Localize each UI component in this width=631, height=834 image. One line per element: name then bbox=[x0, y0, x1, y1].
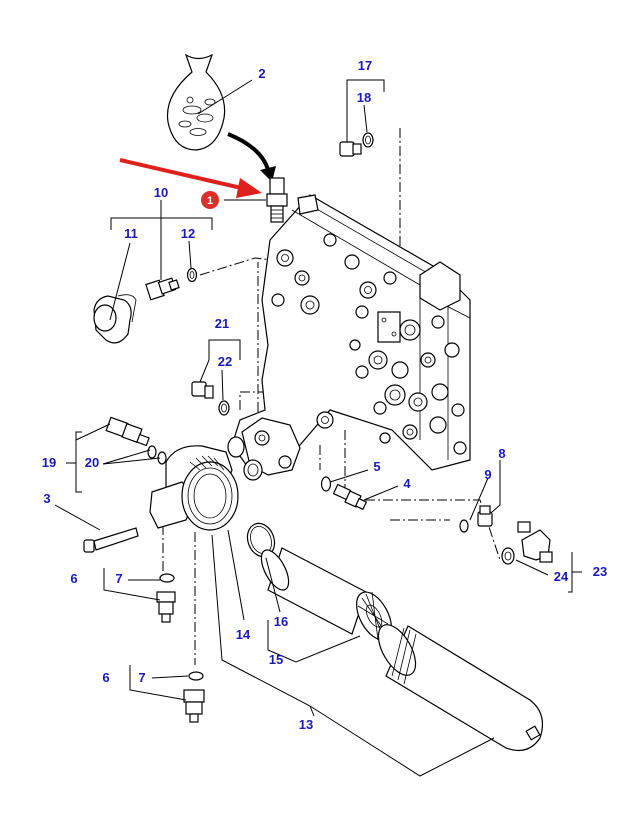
callout-3: 3 bbox=[43, 491, 50, 506]
callout-5: 5 bbox=[373, 459, 380, 474]
callout-12: 12 bbox=[181, 226, 195, 241]
callout-23: 23 bbox=[593, 564, 607, 579]
callout-labels: 2 3 4 5 6 6 7 7 8 9 10 11 12 13 14 15 16… bbox=[42, 58, 607, 732]
highlight-badge: 1 bbox=[201, 191, 219, 209]
callout-6-upper: 6 bbox=[70, 571, 77, 586]
callout-14: 14 bbox=[236, 627, 251, 642]
plug-and-washer-mid bbox=[191, 381, 230, 416]
pressure-switch bbox=[105, 416, 167, 465]
callout-15: 15 bbox=[269, 652, 283, 667]
elbow-fitting bbox=[501, 521, 553, 565]
callout-13: 13 bbox=[299, 717, 313, 732]
leader-lines bbox=[54, 79, 582, 777]
callout-24: 24 bbox=[554, 569, 569, 584]
callout-20: 20 bbox=[85, 455, 99, 470]
filter-bowl bbox=[377, 624, 543, 751]
callout-21: 21 bbox=[215, 316, 229, 331]
filter-element bbox=[260, 547, 392, 641]
callout-10: 10 bbox=[154, 185, 168, 200]
sender-and-oring-lower bbox=[183, 671, 205, 723]
bolt bbox=[83, 527, 139, 553]
callout-7-lower: 7 bbox=[138, 670, 145, 685]
valve-block-housing bbox=[231, 194, 471, 476]
callout-1: 1 bbox=[207, 195, 213, 207]
callout-9: 9 bbox=[484, 467, 491, 482]
callout-2: 2 bbox=[258, 66, 265, 81]
callout-4: 4 bbox=[403, 476, 411, 491]
callout-11: 11 bbox=[124, 226, 138, 241]
seal-kit-bag bbox=[166, 53, 226, 151]
sensor-assembly bbox=[93, 267, 198, 344]
callout-16: 16 bbox=[274, 614, 288, 629]
fitting-and-oring-right bbox=[320, 476, 368, 511]
sender-and-oring-upper bbox=[156, 573, 176, 623]
plug-and-washer-top bbox=[339, 132, 374, 157]
plug-and-seal-right bbox=[459, 505, 493, 533]
callout-6-lower: 6 bbox=[102, 670, 109, 685]
callout-8: 8 bbox=[498, 446, 505, 461]
callout-22: 22 bbox=[218, 354, 232, 369]
filter-head bbox=[149, 436, 263, 531]
callout-7-upper: 7 bbox=[115, 571, 122, 586]
callout-18: 18 bbox=[357, 90, 371, 105]
callout-19: 19 bbox=[42, 455, 56, 470]
highlight-arrow bbox=[119, 158, 262, 198]
pressure-valve bbox=[266, 177, 288, 223]
callout-17: 17 bbox=[358, 58, 372, 73]
